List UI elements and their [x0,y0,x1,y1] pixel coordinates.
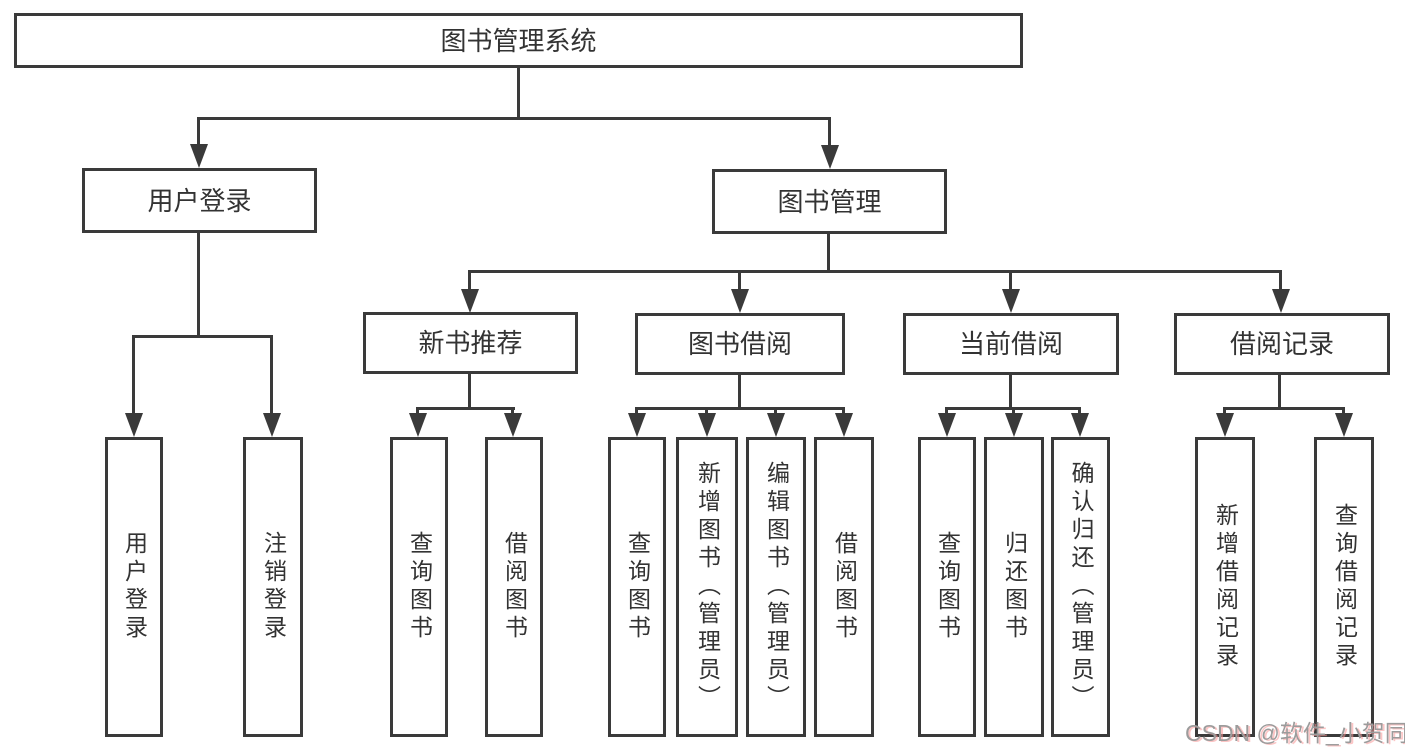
leaf-edit-books-admin: 编辑图书（管理员） [746,437,806,737]
connector-borrow-records-stem [1278,375,1281,409]
connector-drop-leaf [416,407,419,415]
connector-drop-user-login [197,117,200,147]
connector-current-borrow-stem [1009,375,1012,409]
connector-drop-new-book [468,270,471,292]
leaf-add-books-admin: 新增图书（管理员） [676,437,738,737]
connector-drop-leaf [1342,407,1345,415]
connector-drop-leaf [132,335,135,415]
leaf-query-books-recommend: 查询图书 [390,437,448,737]
node-book-management: 图书管理 [712,169,947,234]
arrow-down-icon [461,289,479,313]
connector-drop-leaf [842,407,845,415]
arrow-down-icon [1272,289,1290,313]
arrow-down-icon [1071,413,1089,437]
arrow-down-icon [938,413,956,437]
leaf-query-books-current: 查询图书 [918,437,976,737]
node-current-borrow: 当前借阅 [903,313,1119,375]
connector-new-book-stem [468,374,471,409]
connector-drop-book-management [828,117,831,147]
connector-drop-leaf [270,335,273,415]
leaf-borrow-books-recommend: 借阅图书 [485,437,543,737]
connector-book-borrow-stem [738,375,741,409]
arrow-down-icon [1002,289,1020,313]
arrow-down-icon [504,413,522,437]
connector-book-borrow-split [635,407,845,410]
arrow-down-icon [263,413,281,437]
connector-drop-leaf [945,407,948,415]
node-new-book-recommend: 新书推荐 [363,312,578,374]
arrow-down-icon [190,144,208,168]
connector-new-book-split [416,407,515,410]
arrow-down-icon [731,289,749,313]
arrow-down-icon [821,145,839,169]
connector-root-stem [517,66,520,120]
leaf-return-books: 归还图书 [984,437,1044,737]
arrow-down-icon [835,413,853,437]
leaf-logout: 注销登录 [243,437,303,737]
connector-drop-book-borrow [738,270,741,292]
leaf-borrow-books: 借阅图书 [814,437,874,737]
connector-drop-leaf [774,407,777,415]
connector-drop-current-borrow [1009,270,1012,292]
connector-drop-leaf [705,407,708,415]
arrow-down-icon [409,413,427,437]
connector-drop-leaf [1078,407,1081,415]
leaf-query-books-borrow: 查询图书 [608,437,666,737]
arrow-down-icon [1335,413,1353,437]
connector-book-management-stem [827,234,830,273]
leaf-query-borrow-record: 查询借阅记录 [1314,437,1374,737]
connector-drop-leaf [1223,407,1226,415]
arrow-down-icon [698,413,716,437]
arrow-down-icon [1216,413,1234,437]
connector-level2-split [197,117,831,120]
connector-drop-borrow-records [1279,270,1282,292]
node-book-borrow: 图书借阅 [635,313,845,375]
node-root: 图书管理系统 [14,13,1023,68]
arrow-down-icon [125,413,143,437]
connector-drop-leaf [1012,407,1015,415]
leaf-user-login: 用户登录 [105,437,163,737]
arrow-down-icon [767,413,785,437]
connector-borrow-records-split [1223,407,1345,410]
connector-drop-leaf [511,407,514,415]
leaf-confirm-return-admin: 确认归还（管理员） [1051,437,1110,737]
connector-user-login-stem [197,233,200,337]
connector-level3-split [468,270,1282,273]
leaf-add-borrow-record: 新增借阅记录 [1195,437,1255,737]
node-user-login: 用户登录 [82,168,317,233]
connector-drop-leaf [635,407,638,415]
csdn-watermark: CSDN @软件_小贺同学 [1185,720,1405,746]
node-borrow-records: 借阅记录 [1174,313,1390,375]
connector-user-login-split [132,335,273,338]
arrow-down-icon [628,413,646,437]
arrow-down-icon [1005,413,1023,437]
